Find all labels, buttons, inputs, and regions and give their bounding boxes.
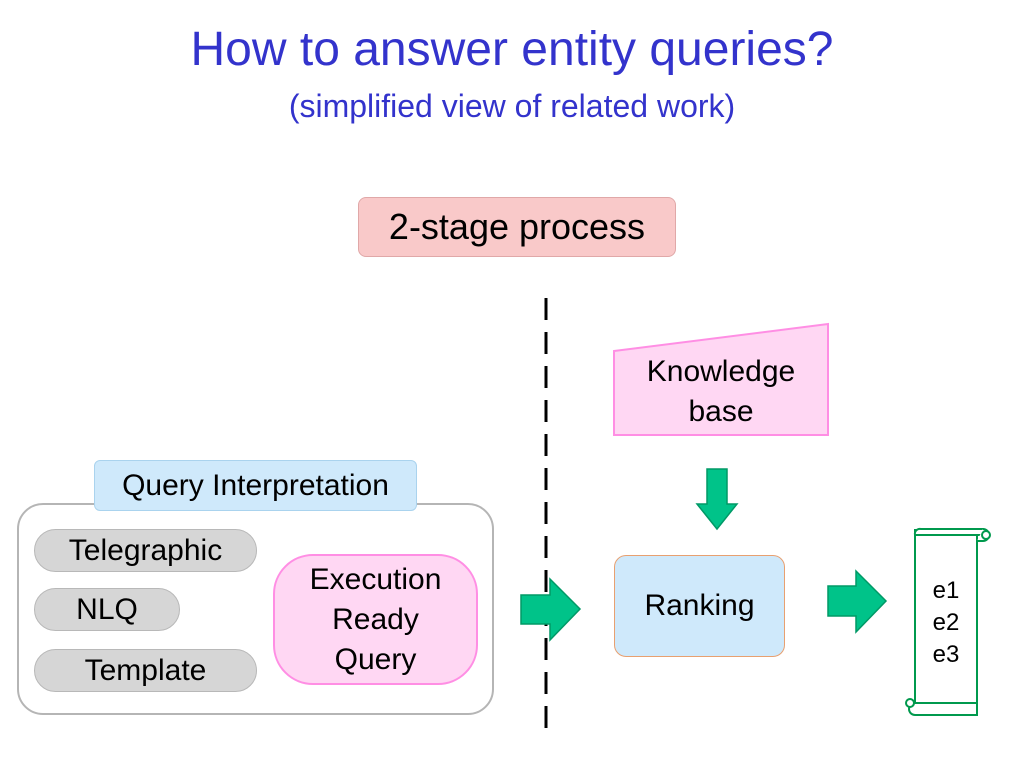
execution-ready-query-line: Query: [334, 642, 417, 676]
page-subtitle: (simplified view of related work): [288, 88, 736, 124]
page-title: How to answer entity queries?: [190, 23, 834, 76]
right-arrow-icon: [827, 569, 888, 634]
knowledge-base-shape: [613, 322, 829, 436]
down-arrow-icon: [695, 468, 739, 531]
execution-ready-query-line: Ready: [332, 602, 419, 636]
stage-label: 2-stage process: [358, 197, 676, 257]
result-item: e3: [932, 641, 960, 668]
execution-ready-query-line: Execution: [309, 562, 442, 596]
query-interpretation-label: Query Interpretation: [94, 460, 417, 511]
ranking-box: Ranking: [614, 555, 785, 657]
knowledge-base-line: base: [688, 395, 754, 428]
result-item: e2: [932, 609, 960, 636]
input-telegraphic: Telegraphic: [34, 529, 257, 572]
scroll-icon: [905, 527, 991, 716]
knowledge-base-label: Knowledge base: [614, 352, 828, 432]
results-list: e1 e2 e3: [906, 575, 986, 671]
input-nlq: NLQ: [34, 588, 180, 631]
right-arrow-icon: [520, 577, 582, 642]
input-template: Template: [34, 649, 257, 692]
knowledge-base-line: Knowledge: [646, 355, 796, 388]
execution-ready-query-box: Execution Ready Query: [273, 554, 478, 685]
result-item: e1: [932, 577, 960, 604]
